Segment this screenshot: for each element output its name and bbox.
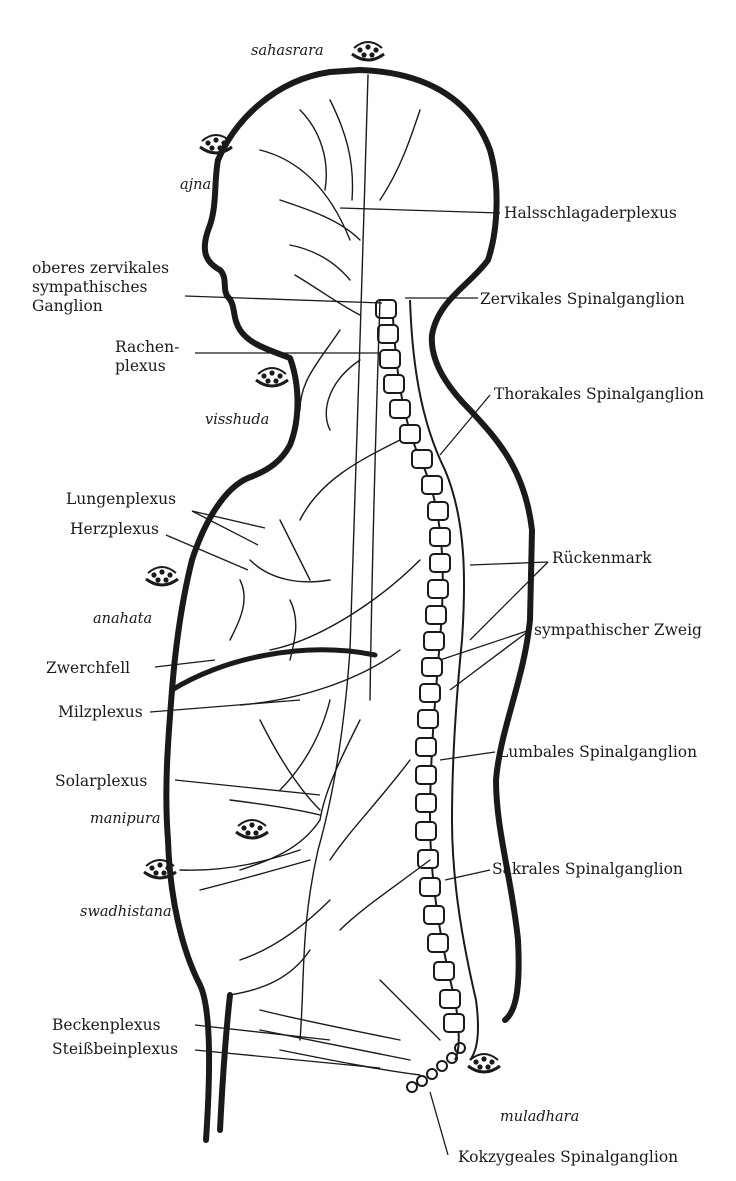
visshuda-lotus-icon xyxy=(254,366,290,388)
vertebra xyxy=(375,299,397,319)
vertebra xyxy=(383,374,405,394)
chakra-label-sahasrara: sahasrara xyxy=(251,43,324,59)
chakra-label-muladhara: muladhara xyxy=(500,1109,580,1125)
vertebra xyxy=(377,324,399,344)
vertebra xyxy=(399,424,421,444)
label-halsschlagaderplexus: Halsschlagaderplexus xyxy=(504,204,677,222)
vertebra xyxy=(389,399,411,419)
vertebra xyxy=(415,821,437,841)
vertebra xyxy=(419,683,441,703)
label-sympathischer-zweig: sympathischer Zweig xyxy=(534,621,702,639)
chakra-label-swadhistana: swadhistana xyxy=(80,904,172,920)
vertebra xyxy=(415,765,437,785)
vertebra xyxy=(427,933,449,953)
anahata-lotus-icon xyxy=(144,565,180,587)
label-milzplexus: Milzplexus xyxy=(58,703,143,721)
muladhara-lotus-icon xyxy=(466,1052,502,1074)
vertebra xyxy=(429,527,451,547)
chakra-label-visshuda: visshuda xyxy=(205,412,270,428)
label-rueckenmark: Rückenmark xyxy=(552,549,652,567)
nerve-network xyxy=(179,74,441,1076)
vertebra xyxy=(421,475,443,495)
label-steissbeinplexus: Steißbeinplexus xyxy=(52,1040,179,1058)
vertebra xyxy=(427,501,449,521)
vertebra xyxy=(419,877,441,897)
vertebra xyxy=(443,1013,465,1033)
manipura-lotus-icon xyxy=(234,818,270,840)
label-sakrales: Sakrales Spinalganglion xyxy=(492,860,683,878)
vertebra xyxy=(417,849,439,869)
label-herzplexus: Herzplexus xyxy=(70,520,159,538)
vertebra xyxy=(427,579,449,599)
vertebra xyxy=(415,793,437,813)
vertebra xyxy=(423,905,445,925)
label-solarplexus: Solarplexus xyxy=(55,772,148,790)
label-zervikales: Zervikales Spinalganglion xyxy=(480,290,685,308)
coccygeal-ganglia xyxy=(406,1042,466,1093)
vertebra xyxy=(433,961,455,981)
chakra-label-ajna: ajna xyxy=(180,177,212,193)
label-rachenplexus: Rachen- plexus xyxy=(115,338,180,375)
label-lungenplexus: Lungenplexus xyxy=(66,490,177,508)
vertebra xyxy=(415,737,437,757)
vertebra xyxy=(379,349,401,369)
vertebra xyxy=(423,631,445,651)
leader-lines xyxy=(149,207,549,1156)
vertebra xyxy=(417,709,439,729)
label-kokzygeales: Kokzygeales Spinalganglion xyxy=(458,1148,679,1166)
chakra-label-anahata: anahata xyxy=(93,611,153,627)
chakra-label-manipura: manipura xyxy=(90,811,161,827)
vertebra xyxy=(421,657,443,677)
vertebra xyxy=(439,989,461,1009)
sahasrara-lotus-icon xyxy=(350,40,386,62)
vertebra xyxy=(411,449,433,469)
body-outline xyxy=(163,67,535,1143)
label-oberes-ganglion: oberes zervikales sympathisches Ganglion xyxy=(32,259,170,315)
vertebra xyxy=(429,553,451,573)
vertebrae xyxy=(375,299,465,1033)
diaphragm xyxy=(169,647,378,693)
label-beckenplexus: Beckenplexus xyxy=(52,1016,161,1034)
vertebra xyxy=(425,605,447,625)
label-lumbales: Lumbales Spinalganglion xyxy=(498,743,698,761)
label-thorakales: Thorakales Spinalganglion xyxy=(494,385,704,403)
label-zwerchfell: Zwerchfell xyxy=(46,659,131,677)
